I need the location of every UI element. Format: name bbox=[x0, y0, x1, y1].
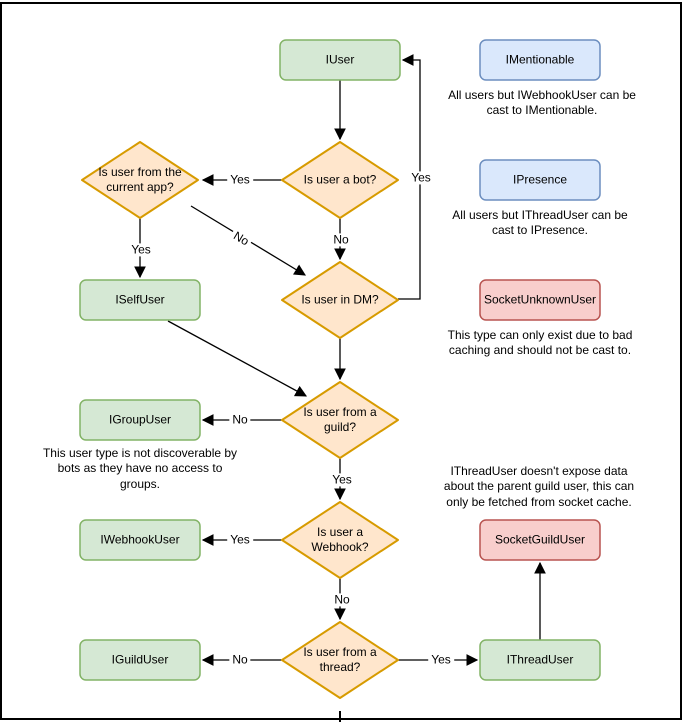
node-igroupuser-label: IGroupUser bbox=[108, 412, 172, 427]
node-ithreaduser-label: IThreadUser bbox=[506, 652, 574, 667]
edge-dm-yes-to-iuser-label: Yes bbox=[408, 171, 434, 185]
note-imentionable-note: All users but IWebhookUser can be cast t… bbox=[448, 88, 636, 118]
node-iwebhookuser bbox=[79, 519, 201, 561]
edge-bot-yes-to-current-app-label: Yes bbox=[227, 173, 253, 187]
node-ipresence-label: IPresence bbox=[512, 172, 568, 187]
node-is-user-in-dm bbox=[281, 261, 399, 339]
note-ithreaduser-note: IThreadUser doesn't expose data about th… bbox=[443, 464, 635, 509]
node-iselfuser-label: ISelfUser bbox=[115, 292, 165, 307]
node-socketguilduser-label: SocketGuildUser bbox=[494, 532, 586, 547]
node-socketunknownuser bbox=[479, 279, 601, 321]
node-iwebhookuser-label: IWebhookUser bbox=[100, 532, 180, 547]
edge-iselfuser-to-guild bbox=[167, 320, 308, 397]
node-imentionable bbox=[479, 39, 601, 81]
node-shapes-group bbox=[79, 39, 601, 699]
page-break-tick bbox=[339, 711, 341, 722]
node-is-user-a-bot bbox=[281, 141, 399, 219]
node-is-user-a-webhook-label: Is user a Webhook? bbox=[311, 525, 369, 554]
node-ipresence bbox=[479, 159, 601, 201]
node-is-user-from-guild-label: Is user from a guild? bbox=[303, 405, 377, 434]
node-imentionable-label: IMentionable bbox=[505, 52, 575, 67]
edge-current-app-yes-to-iselfuser-label: Yes bbox=[128, 243, 154, 257]
node-iuser bbox=[279, 39, 401, 81]
node-igroupuser bbox=[79, 399, 201, 441]
edge-bot-no-to-dm-label: No bbox=[330, 233, 352, 247]
node-is-user-from-thread-label: Is user from a thread? bbox=[303, 645, 377, 674]
edge-webhook-yes-to-iwebhookuser-label: Yes bbox=[227, 533, 253, 547]
node-socketunknownuser-label: SocketUnknownUser bbox=[483, 292, 597, 307]
node-socketguilduser bbox=[479, 519, 601, 561]
node-is-user-a-bot-label: Is user a bot? bbox=[303, 172, 377, 187]
node-is-user-from-guild bbox=[281, 381, 399, 459]
edge-guild-yes-to-webhook-label: Yes bbox=[329, 473, 355, 487]
node-iguilduser-label: IGuildUser bbox=[111, 652, 169, 667]
note-socketunknownuser-note: This type can only exist due to bad cach… bbox=[447, 328, 633, 358]
node-iguilduser bbox=[79, 639, 201, 681]
node-ithreaduser bbox=[479, 639, 601, 681]
node-is-user-from-thread bbox=[281, 621, 399, 699]
node-is-user-from-current-app-label: Is user from the current app? bbox=[98, 165, 182, 194]
edge-thread-yes-to-ithreaduser-label: Yes bbox=[428, 653, 454, 667]
edge-guild-no-to-igroupuser-label: No bbox=[229, 413, 251, 427]
node-is-user-from-current-app bbox=[81, 141, 199, 219]
edge-thread-no-to-iguilduser-label: No bbox=[229, 653, 251, 667]
note-igroupuser-note: This user type is not discoverable by bo… bbox=[42, 446, 238, 491]
node-iselfuser bbox=[79, 279, 201, 321]
node-iuser-label: IUser bbox=[325, 52, 355, 67]
note-ipresence-note: All users but IThreadUser can be cast to… bbox=[452, 208, 628, 238]
edge-webhook-no-to-thread-label: No bbox=[331, 593, 353, 607]
node-is-user-a-webhook bbox=[281, 501, 399, 579]
node-is-user-in-dm-label: Is user in DM? bbox=[301, 292, 379, 307]
